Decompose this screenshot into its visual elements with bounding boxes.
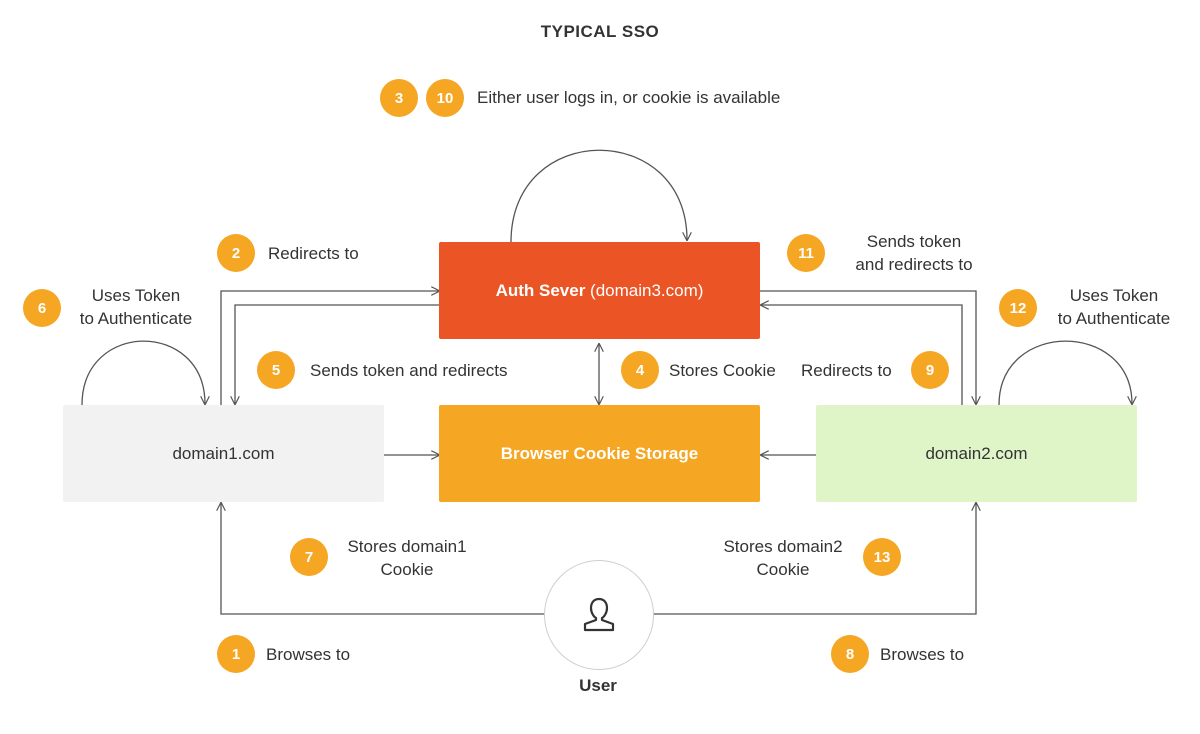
step-badge-1: 1 [217,635,255,673]
step-badge-3: 3 [380,79,418,117]
step-label-11-line2: and redirects to [855,255,973,274]
step-badge-5: 5 [257,351,295,389]
step-label-13-line1: Stores domain2 [723,537,843,556]
step-label-2: Redirects to [268,244,359,263]
step-label-6: Uses Token to Authenticate [66,284,206,330]
step-label-11-line1: Sends token [866,232,962,251]
step-badge-2: 2 [217,234,255,272]
step-badge-12: 12 [999,289,1037,327]
auth-to-domain1-arrow [235,304,439,404]
domain1-box: domain1.com [63,405,384,502]
auth-self-loop-arrow [510,149,687,243]
user-node [544,560,654,670]
step-badge-11: 11 [787,234,825,272]
step-label-9: Redirects to [801,361,892,380]
step-label-11: Sends token and redirects to [830,230,998,276]
step-badge-4: 4 [621,351,659,389]
browser-cookie-storage-box: Browser Cookie Storage [439,405,760,502]
diagram-title: TYPICAL SSO [540,22,660,41]
auth-to-domain2-arrow [760,290,976,404]
step-label-7-line2: Cookie [380,560,434,579]
step-badge-9: 9 [911,351,949,389]
step-label-7: Stores domain1 Cookie [332,535,482,581]
browser-cookie-storage-label: Browser Cookie Storage [500,443,699,463]
step-badge-10: 10 [426,79,464,117]
auth-server-box: Auth Sever (domain3.com) [439,242,760,339]
user-icon [583,597,615,632]
domain2-label: domain2.com [925,443,1028,463]
user-label: User [579,676,617,695]
step-label-5: Sends token and redirects [310,361,508,380]
step-badge-7: 7 [290,538,328,576]
step-badge-13: 13 [863,538,901,576]
step-badge-8: 8 [831,635,869,673]
domain1-label: domain1.com [172,443,275,463]
step-label-6-line1: Uses Token [91,286,181,305]
step-label-7-line1: Stores domain1 [347,537,467,556]
user-to-domain1-arrow [221,503,545,615]
step-badge-6: 6 [23,289,61,327]
auth-server-label: Auth Sever (domain3.com) [495,280,704,300]
step-label-4: Stores Cookie [669,361,776,380]
domain2-self-loop-arrow [998,340,1132,406]
step-label-12-line1: Uses Token [1069,286,1159,305]
step-label-10: Either user logs in, or cookie is availa… [477,88,781,107]
user-to-domain2-arrow [652,503,976,615]
step-label-1: Browses to [266,645,351,664]
step-label-6-line2: to Authenticate [79,309,193,328]
domain2-box: domain2.com [816,405,1137,502]
step-label-8: Browses to [880,645,965,664]
domain2-to-auth-arrow [761,305,963,405]
step-label-13-line2: Cookie [756,560,810,579]
step-label-12-line2: to Authenticate [1057,309,1171,328]
domain1-self-loop-arrow [81,340,205,406]
step-label-13: Stores domain2 Cookie [708,535,858,581]
step-label-12: Uses Token to Authenticate [1044,284,1184,330]
domain1-to-auth-arrow [220,291,439,405]
